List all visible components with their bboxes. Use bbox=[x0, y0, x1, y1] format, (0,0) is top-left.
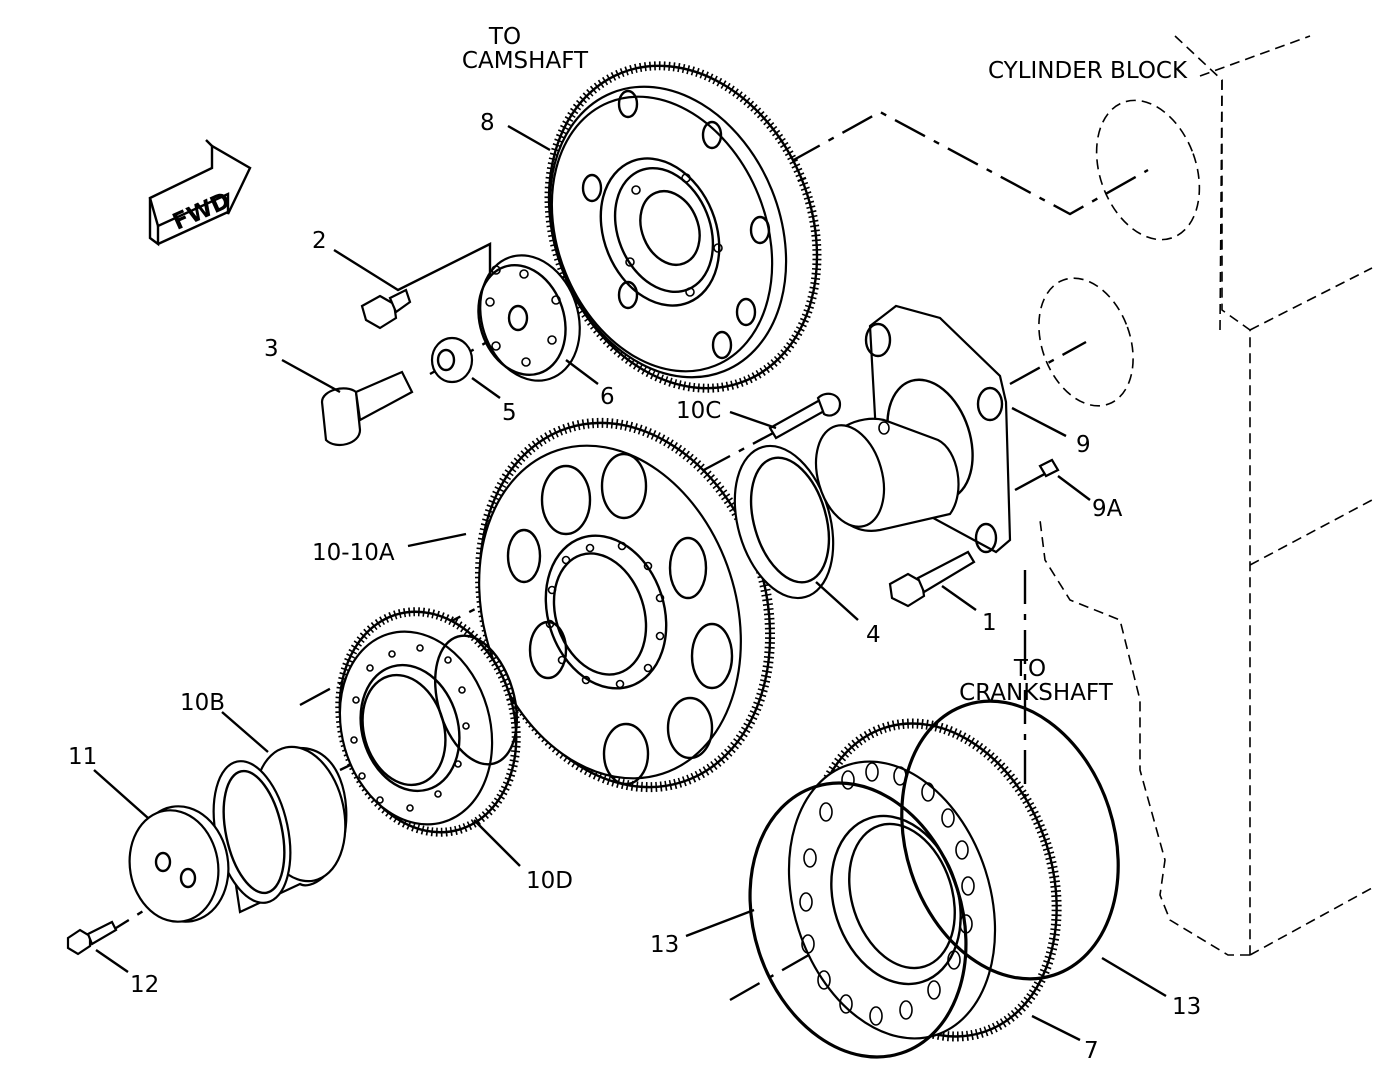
idler-gear-part-10-10a bbox=[474, 417, 776, 793]
forward-arrow-icon: FWD bbox=[148, 139, 252, 247]
callout-2: 2 bbox=[312, 228, 327, 254]
callout-10d: 10D bbox=[526, 868, 573, 894]
callout-12: 12 bbox=[130, 972, 159, 998]
camshaft-gear-part-8 bbox=[544, 61, 822, 393]
to-camshaft-label-line1: TO bbox=[488, 24, 521, 50]
diagram-text-labels: TO CAMSHAFT CYLINDER BLOCK TO CRANKSHAFT… bbox=[68, 24, 1201, 1064]
bolt-part-2 bbox=[360, 288, 412, 330]
callout-8: 8 bbox=[480, 110, 495, 136]
bolt-part-10c bbox=[768, 392, 842, 440]
seal-rings-part-13 bbox=[748, 699, 1120, 1059]
bolt-part-12 bbox=[66, 920, 118, 956]
callout-10-10a: 10-10A bbox=[312, 540, 395, 566]
bushing-part-10b bbox=[212, 745, 348, 914]
thrust-washer-part-4 bbox=[733, 444, 835, 600]
callout-leader-lines bbox=[93, 124, 1167, 1042]
callout-13-right: 13 bbox=[1172, 994, 1201, 1020]
washer-plate-part-11 bbox=[128, 805, 230, 923]
pin-part-9a bbox=[1038, 458, 1060, 478]
callout-5: 5 bbox=[502, 400, 517, 426]
to-crankshaft-label-line1: TO bbox=[1013, 656, 1046, 682]
fwd-label: FWD bbox=[169, 188, 235, 236]
callout-1: 1 bbox=[982, 610, 997, 636]
callout-10c: 10C bbox=[676, 398, 721, 424]
bolt-part-3 bbox=[320, 370, 414, 447]
callout-13-left: 13 bbox=[650, 932, 679, 958]
idler-shaft-part-9 bbox=[814, 304, 1012, 554]
to-camshaft-label-line2: CAMSHAFT bbox=[462, 48, 589, 74]
small-gear-part-10d bbox=[335, 607, 521, 837]
callout-6: 6 bbox=[600, 384, 615, 410]
cylinder-block-outline bbox=[1038, 35, 1373, 956]
callout-7: 7 bbox=[1084, 1038, 1099, 1064]
bolt-part-1 bbox=[888, 550, 976, 608]
callout-9a: 9A bbox=[1092, 496, 1123, 522]
callout-11: 11 bbox=[68, 744, 97, 770]
washer-part-5 bbox=[430, 336, 474, 384]
to-crankshaft-label-line2: CRANKSHAFT bbox=[959, 680, 1114, 706]
callout-4: 4 bbox=[866, 622, 881, 648]
callout-3: 3 bbox=[264, 336, 279, 362]
thrust-plate-part-6 bbox=[477, 254, 581, 382]
callout-10b: 10B bbox=[180, 690, 225, 716]
callout-9: 9 bbox=[1076, 432, 1091, 458]
cylinder-block-label: CYLINDER BLOCK bbox=[988, 58, 1188, 84]
crankshaft-gear-part-7 bbox=[787, 718, 1062, 1042]
